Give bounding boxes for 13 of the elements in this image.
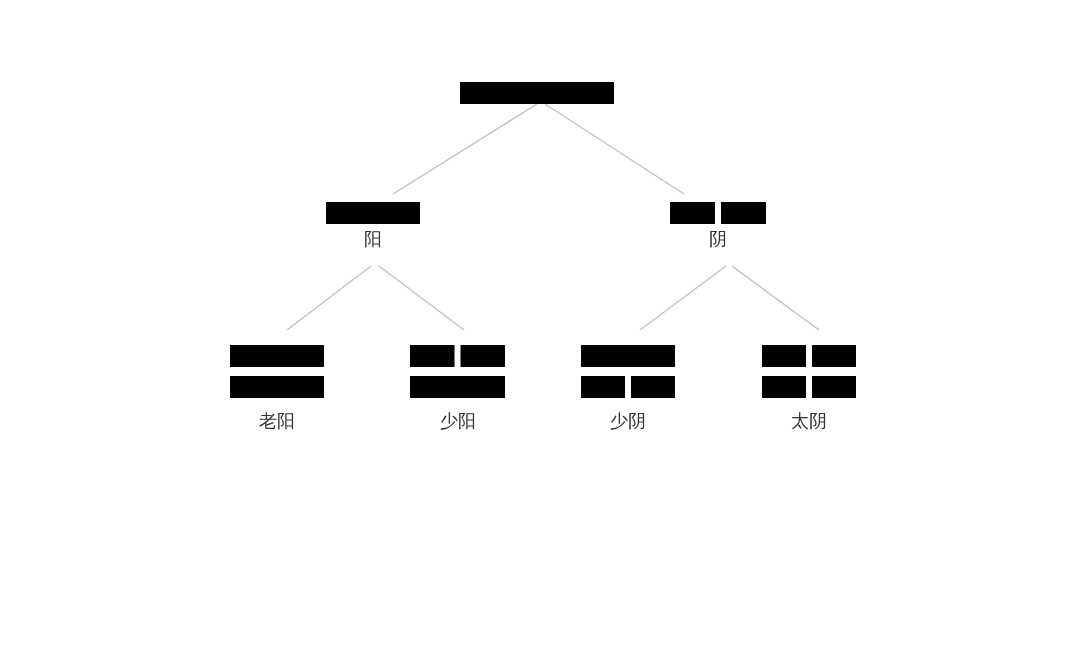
connector-line — [392, 103, 538, 195]
solid-bar — [460, 82, 614, 104]
connector-line — [544, 103, 685, 195]
node-label: 老阳 — [258, 410, 296, 432]
connector-line — [378, 265, 465, 331]
connector-line — [639, 265, 727, 331]
connector-line — [286, 265, 372, 331]
node-label: 太阴 — [790, 410, 828, 432]
node-label: 阴 — [708, 228, 728, 250]
node-label: 少阳 — [438, 410, 477, 432]
node-label: 少阴 — [609, 410, 647, 432]
connector-line — [731, 265, 820, 331]
node-label: 阳 — [363, 228, 383, 250]
